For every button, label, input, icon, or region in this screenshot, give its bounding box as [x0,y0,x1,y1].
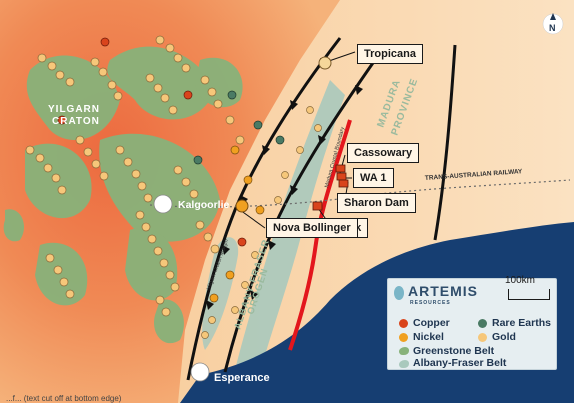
wa1-marker[interactable] [336,172,347,181]
yilgarn-label-line1: YILGARN [48,104,100,115]
callout-nova-bollinger[interactable]: Nova Bollinger [266,218,358,238]
legend-albany-label: Albany-Fraser Belt [413,357,507,369]
compass-label: N [549,23,556,33]
legend-copper-icon [399,319,408,328]
legend-greenstone-icon [399,347,409,355]
legend-gold-label: Gold [492,331,516,343]
nickel-deposit-dots [209,145,265,303]
madura-crustal-boundary-line [288,119,352,351]
teck-marker[interactable] [312,201,323,211]
legend-nickel-icon [399,333,408,342]
gold-deposit-dots [25,35,322,339]
yilgarn-label-line2: CRATON [52,116,100,127]
bottom-caption: ...f... (text cut off at bottom edge) [6,394,122,403]
legend-nickel-label: Nickel [413,331,444,343]
esperance-label: Esperance [214,372,270,384]
legend-panel: ARTEMIS RESOURCES 100km Copper Rare Eart… [387,275,557,370]
rare-earths-deposit-dots [193,90,285,165]
callout-cassowary[interactable]: Cassowary [347,143,420,163]
copper-deposit-dots [57,37,247,247]
esperance-marker[interactable] [190,362,210,382]
legend-rare-earths-label: Rare Earths [492,317,551,329]
legend-greenstone-label: Greenstone Belt [413,345,495,357]
legend-brand: ARTEMIS [408,283,478,299]
wa1-marker-2[interactable] [338,179,349,188]
legend-gold-icon [478,333,487,342]
callout-wa1[interactable]: WA 1 [353,168,394,188]
legend-brand-sub: RESOURCES [410,300,451,306]
nova-bollinger-marker[interactable] [235,199,249,213]
greenstone-belts [3,46,243,344]
legend-scale-label: 100km [505,275,536,286]
legend-brand-icon [394,286,404,300]
callout-tropicana[interactable]: Tropicana [357,44,423,64]
kalgoorlie-label: Kalgoorlie [178,199,230,211]
tropicana-marker[interactable] [318,56,332,70]
callout-sharon-dam[interactable]: Sharon Dam [337,193,416,213]
north-arrow: N [542,13,564,35]
cassowary-marker[interactable] [335,164,346,173]
legend-scale-bar: 100km [505,275,550,300]
legend-rare-earths-icon [478,319,487,328]
legend-albany-icon [399,360,409,368]
kalgoorlie-marker[interactable] [153,194,173,214]
legend-copper-label: Copper [413,317,450,329]
